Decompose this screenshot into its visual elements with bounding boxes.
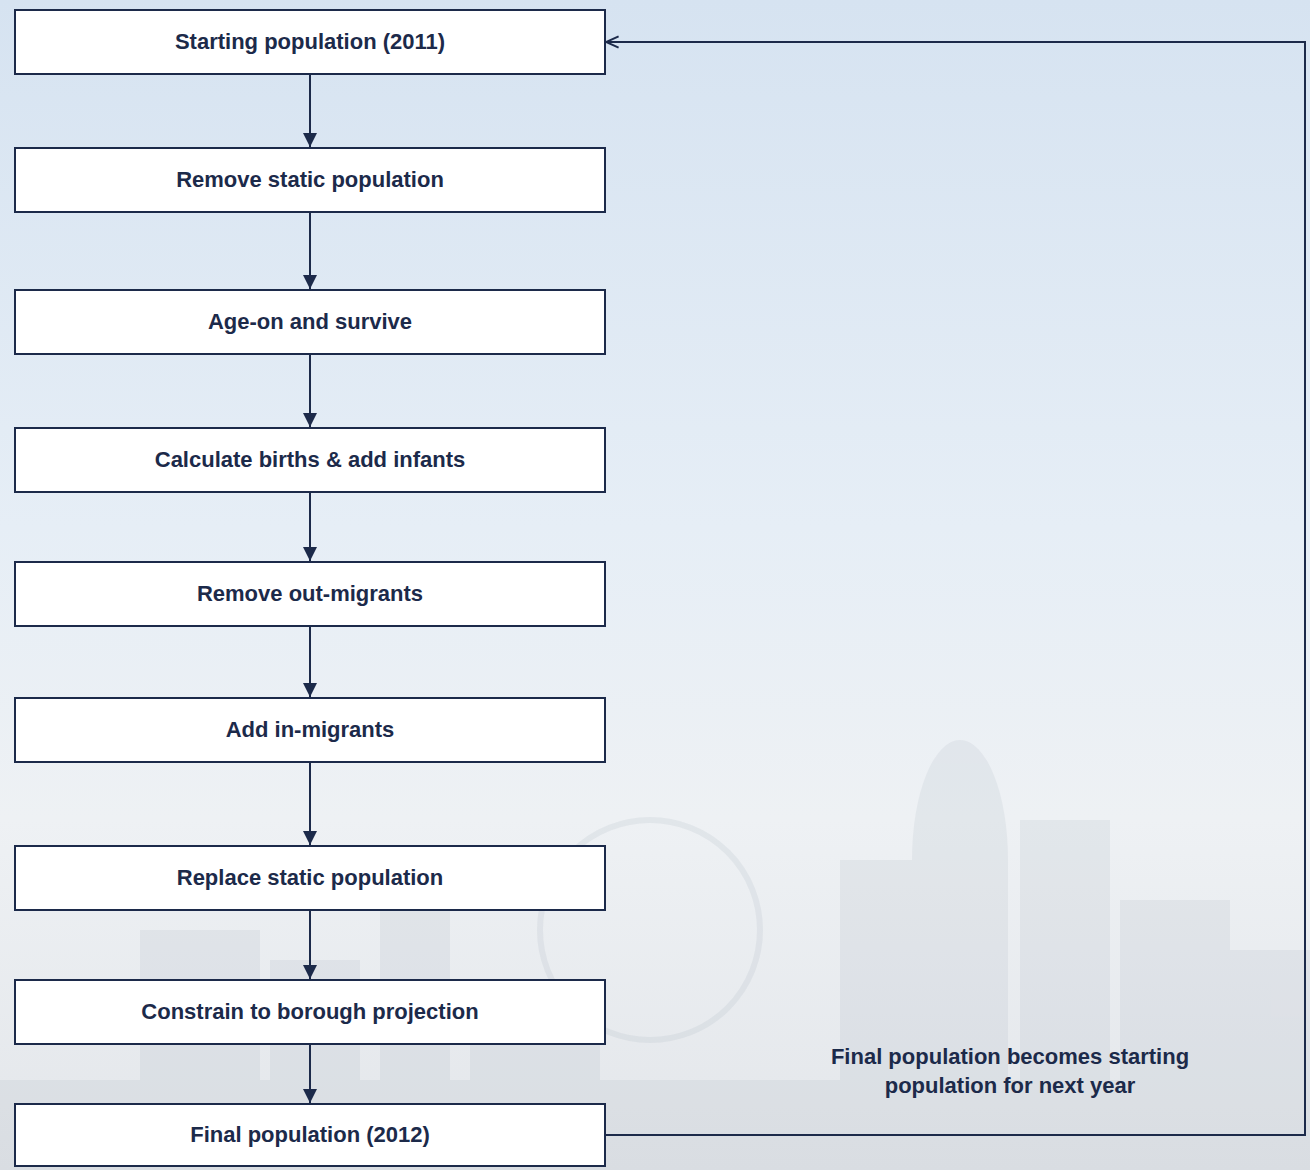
process-box: Calculate births & add infants	[14, 427, 606, 493]
box-text: Starting population (2011)	[175, 29, 445, 55]
process-box: Replace static population	[14, 845, 606, 911]
process-box: Remove static population	[14, 147, 606, 213]
edge-label: Final population becomes starting popula…	[775, 1042, 1245, 1101]
box-text: Remove out-migrants	[197, 581, 423, 607]
process-box: Final population (2012)	[14, 1103, 606, 1167]
process-box: Age-on and survive	[14, 289, 606, 355]
process-box: Remove out-migrants	[14, 561, 606, 627]
flow-arrow	[309, 911, 311, 979]
feedback-arrow	[606, 42, 1305, 1135]
box-text: Age-on and survive	[208, 309, 412, 335]
flow-arrow	[309, 763, 311, 845]
box-text: Calculate births & add infants	[155, 447, 466, 473]
skyline	[0, 740, 1310, 1170]
box-text: Remove static population	[176, 167, 444, 193]
box-text: Constrain to borough projection	[141, 999, 478, 1025]
box-text: Final population (2012)	[190, 1122, 430, 1148]
flow-arrow	[309, 493, 311, 561]
process-box: Starting population (2011)	[14, 9, 606, 75]
flow-arrow	[309, 1045, 311, 1103]
process-box: Add in-migrants	[14, 697, 606, 763]
flow-arrow	[309, 213, 311, 289]
box-text: Replace static population	[177, 865, 444, 891]
flow-arrow	[309, 75, 311, 147]
flow-arrow	[309, 627, 311, 697]
flow-arrow	[309, 355, 311, 427]
process-box: Constrain to borough projection	[14, 979, 606, 1045]
box-text: Add in-migrants	[226, 717, 395, 743]
